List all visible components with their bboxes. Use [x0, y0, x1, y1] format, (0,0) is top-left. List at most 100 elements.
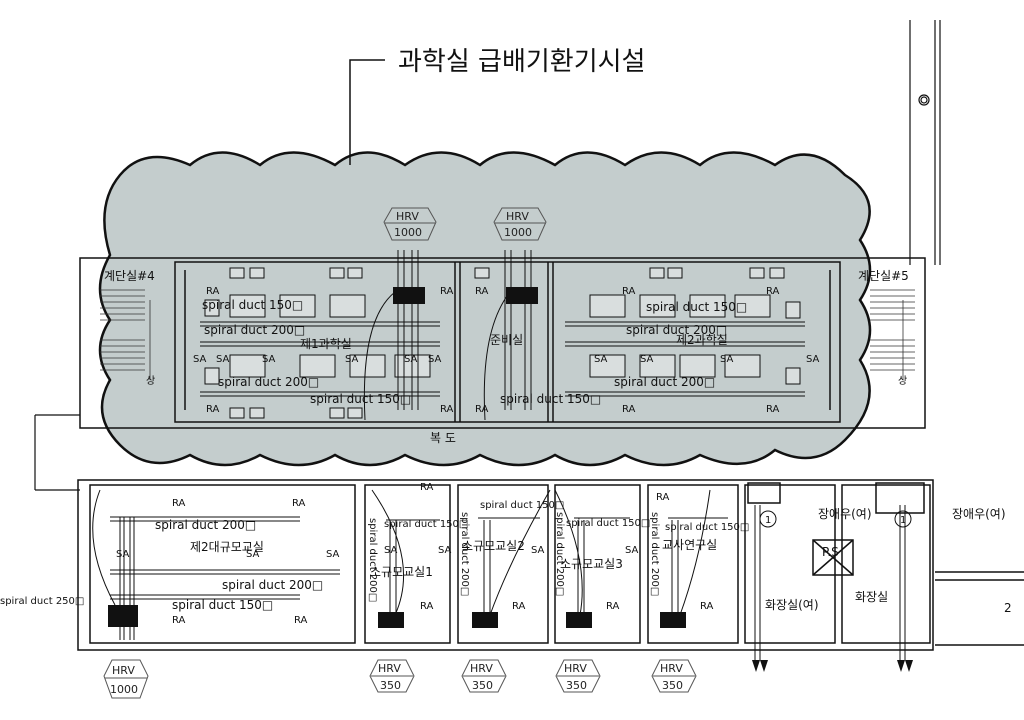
duct-label-15: spiral duct 150□: [480, 500, 564, 511]
ra-tag: RA: [440, 286, 454, 297]
upper-ducts: [200, 250, 805, 421]
hrv-unit-lower-3: [472, 612, 498, 628]
sa-tag: SA: [262, 354, 276, 365]
hrv-b4-name: HRV: [564, 662, 587, 675]
duct-label-2: spiral duct 200□: [204, 323, 305, 337]
toilet-w-label: 화장실(여): [765, 598, 819, 612]
lower-ducts: [92, 489, 906, 660]
hrv-b5-name: HRV: [660, 662, 683, 675]
ps-label: P.S: [822, 545, 839, 559]
duct-label-12: spiral duct 250□: [0, 596, 84, 607]
hrv-tag-bottom-1: HRV 1000: [103, 659, 149, 699]
ra-tag: RA: [622, 404, 636, 415]
ra-tag: RA: [420, 601, 434, 612]
hrv-b2-cap: 350: [380, 679, 401, 692]
hrv-unit-upper-1: [393, 287, 425, 304]
drawing-title: 과학실 급배기환기시설: [398, 47, 645, 77]
duct-label-8: spiral duct 150□: [500, 392, 601, 406]
hrv-b1-name: HRV: [112, 664, 135, 677]
duct-label-6: spiral duct 200□: [626, 323, 727, 337]
outer-walls: [34, 20, 941, 491]
hrv-unit-lower-1: [108, 605, 138, 627]
sa-tag: SA: [246, 549, 260, 560]
sa-tag: SA: [720, 354, 734, 365]
hrv-b4-cap: 350: [566, 679, 587, 692]
duct-label-17: spiral duct 150□: [566, 518, 650, 529]
ra-tag: RA: [700, 601, 714, 612]
small3-label: 소규모교실3: [560, 557, 623, 571]
ra-tag: RA: [294, 615, 308, 626]
ra-tag: RA: [172, 498, 186, 509]
duct-label-18: spiral duct 200□: [554, 512, 565, 596]
sa-tag: SA: [531, 545, 545, 556]
disabled-w1-label: 장애우(여): [818, 507, 872, 521]
hrv-b3-cap: 350: [472, 679, 493, 692]
sa-tag: SA: [438, 545, 452, 556]
hrv-top-2-cap: 1000: [504, 226, 532, 239]
corridor-label: 복 도: [430, 431, 456, 445]
ra-tag: RA: [512, 601, 526, 612]
fixture-circle-1: [759, 510, 777, 528]
duct-label-3: spiral duct 200□: [218, 375, 319, 389]
hrv-unit-lower-4: [566, 612, 592, 628]
sa-tag: SA: [193, 354, 207, 365]
ra-tag: RA: [475, 404, 489, 415]
sa-tag: SA: [806, 354, 820, 365]
hrv-top-1-cap: 1000: [394, 226, 422, 239]
small2-label: 소규모교실2: [462, 539, 525, 553]
stair-right: [870, 289, 915, 380]
ra-tag: RA: [206, 286, 220, 297]
sa-tag: SA: [326, 549, 340, 560]
up-label-2: 상: [898, 375, 907, 387]
ra-tag: RA: [475, 286, 489, 297]
duct-label-11: spiral duct 150□: [172, 598, 273, 612]
duct-label-9: spiral duct 200□: [155, 518, 256, 532]
revision-cloud: [98, 151, 872, 467]
ra-tag: RA: [622, 286, 636, 297]
duct-label-13: spiral duct 150□: [384, 519, 468, 530]
hrv-unit-lower-5: [660, 612, 686, 628]
duct-label-5: spiral duct 150□: [646, 300, 747, 314]
duct-label-10: spiral duct 200□: [222, 578, 323, 592]
fixture-num-2: 1: [900, 515, 906, 526]
hrv-tag-bottom-5: HRV 350: [651, 659, 697, 693]
upper-block-walls: [79, 257, 926, 429]
sa-tag: SA: [404, 354, 418, 365]
lab-benches: [204, 267, 801, 419]
hrv-tag-top-1: HRV 1000: [383, 207, 437, 241]
sa-tag: SA: [345, 354, 359, 365]
diffuser-tags-upper: RA RA RA RA RA RA RA RA RA RA SA SA SA S…: [193, 286, 820, 415]
diffuser-tags-lower: RA RA RA RA RA RA RA RA RA RA SA SA SA S…: [116, 482, 714, 626]
ra-tag: RA: [766, 286, 780, 297]
hrv-tag-bottom-2: HRV 350: [369, 659, 415, 693]
hrv-unit-lower-2: [378, 612, 404, 628]
hrv-top-1-name: HRV: [396, 210, 419, 223]
ra-tag: RA: [440, 404, 454, 415]
sa-tag: SA: [216, 354, 230, 365]
small1-label: 소규모교실1: [370, 565, 433, 579]
hrv-top-2-name: HRV: [506, 210, 529, 223]
ra-tag: RA: [172, 615, 186, 626]
hrv-b3-name: HRV: [470, 662, 493, 675]
duct-label-19: spiral duct 150□: [665, 522, 749, 533]
sci1-label: 제1과학실: [300, 337, 352, 351]
toilet2-label: 화장실: [855, 590, 888, 604]
sa-tag: SA: [640, 354, 654, 365]
large2-label: 제2대규모교실: [190, 540, 264, 554]
stair4-label: 계단실#4: [104, 269, 155, 283]
sa-tag: SA: [625, 545, 639, 556]
ra-tag: RA: [420, 482, 434, 493]
duct-label-20: spiral duct 200□: [649, 512, 660, 596]
sa-tag: SA: [116, 549, 130, 560]
duct-label-1: spiral duct 150□: [202, 298, 303, 312]
sci2-label: 제2과학실: [676, 333, 728, 347]
duct-label-16: spiral duct 200□: [459, 512, 470, 596]
sa-tag: SA: [384, 545, 398, 556]
hrv-b1-cap: 1000: [110, 683, 138, 696]
hrv-unit-upper-2: [506, 287, 538, 304]
ra-tag: RA: [292, 498, 306, 509]
hrv-b5-cap: 350: [662, 679, 683, 692]
ra-tag: RA: [766, 404, 780, 415]
sa-tag: SA: [428, 354, 442, 365]
